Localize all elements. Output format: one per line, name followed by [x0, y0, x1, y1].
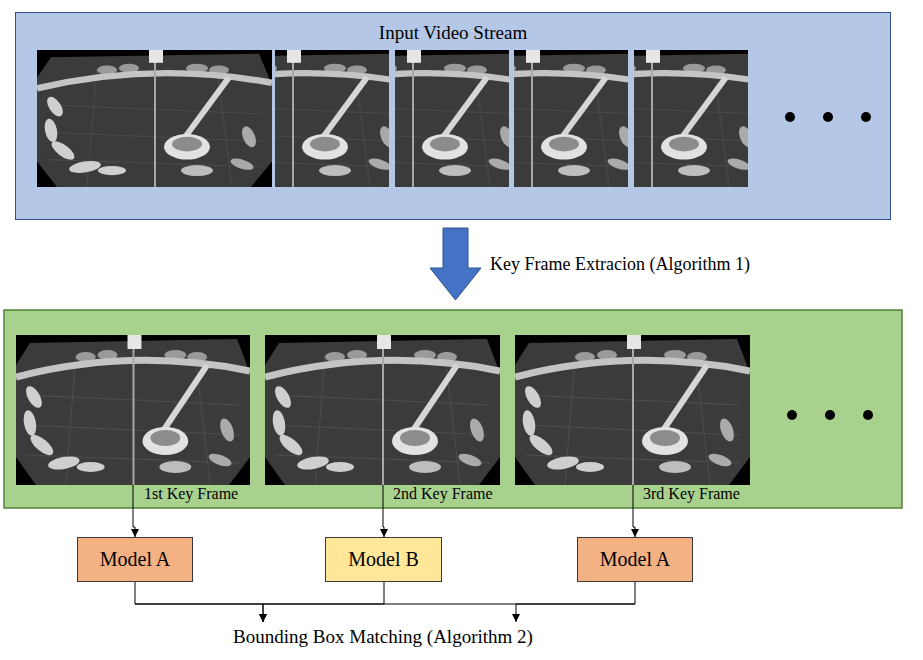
connector-arrow [383, 485, 384, 537]
connector-arrow [633, 485, 635, 537]
node-text: Model A [600, 548, 671, 571]
output-step: Bounding Box Matching (Algorithm 2) [210, 622, 556, 652]
node-text: Bounding Box Matching (Algorithm 2) [233, 626, 533, 648]
connector-arrow [263, 582, 384, 622]
key-frame-image [265, 335, 500, 485]
video-panel-fill [15, 12, 891, 220]
video-frame [175, 50, 410, 187]
connector-arrow [516, 582, 635, 622]
model-box: Model B [325, 537, 442, 582]
connector-arrow [133, 485, 135, 537]
connector-arrow [135, 582, 263, 622]
ellipsis-dots [787, 410, 873, 420]
step-label: Key Frame Extracion (Algorithm 1) [490, 254, 750, 275]
video-frame [37, 50, 272, 187]
node-text: Input Video Stream [16, 13, 890, 44]
model-box: Model A [77, 537, 193, 582]
block-arrow [430, 228, 481, 300]
node-text: 2nd Key Frame [393, 485, 493, 503]
video-frame [534, 50, 769, 187]
node-text: 1st Key Frame [144, 485, 238, 503]
key-frame-image [515, 335, 750, 485]
key-frame: 3rd Key Frame [515, 335, 750, 485]
video-frame [414, 50, 649, 187]
ellipsis-dots [785, 112, 871, 122]
video-stream-panel: Input Video Stream [15, 12, 891, 220]
key-frame: 2nd Key Frame [265, 335, 500, 485]
node-text: Model B [348, 548, 419, 571]
node-text: Model A [100, 548, 171, 571]
model-box: Model A [577, 537, 693, 582]
node-text: 3rd Key Frame [643, 485, 740, 503]
key-frame: 1st Key Frame [16, 335, 250, 485]
keyframe-panel [4, 310, 902, 508]
video-frame [295, 50, 530, 187]
key-frame-image [16, 335, 250, 485]
